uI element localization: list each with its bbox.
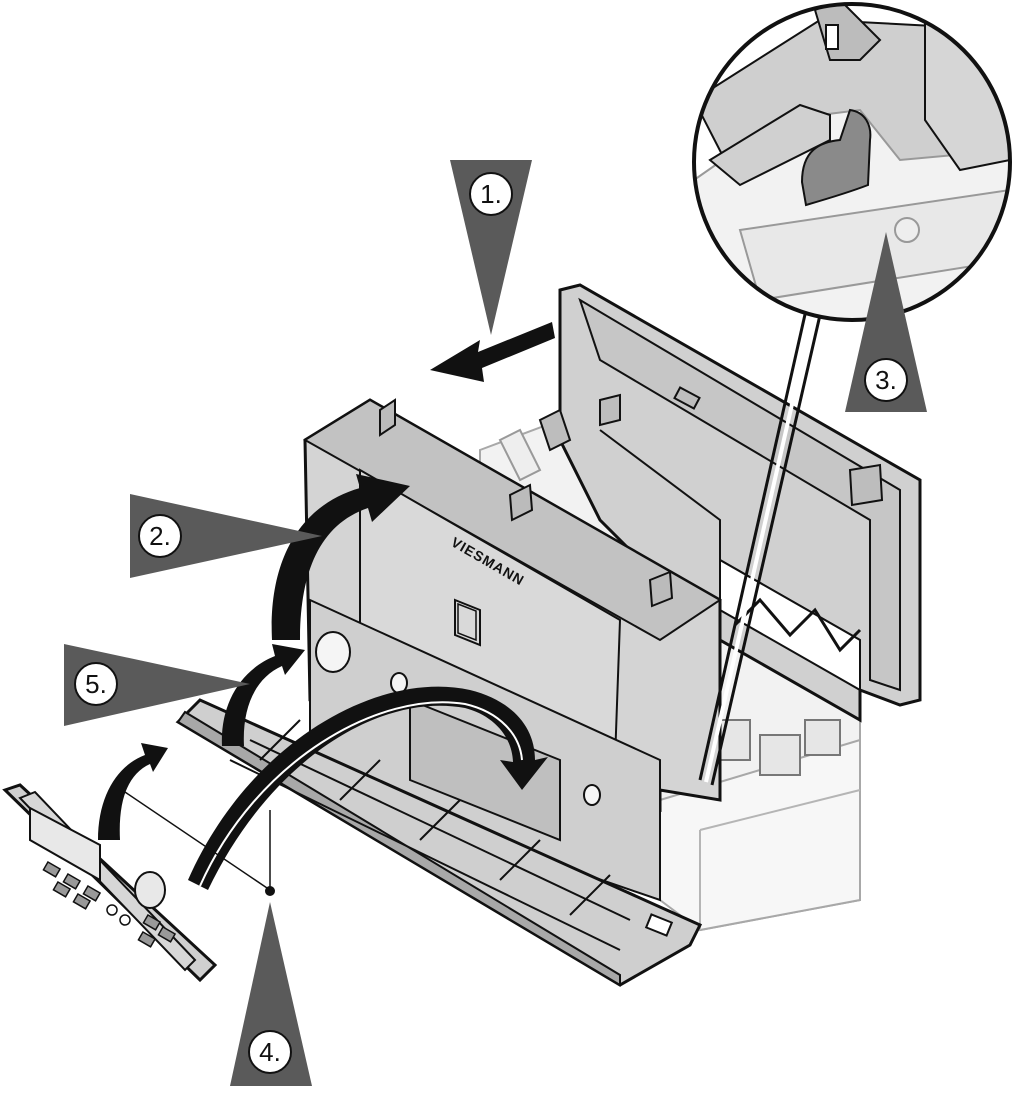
step-badge: [864, 358, 908, 402]
step-pointer-4: 4.: [230, 902, 312, 1086]
mount-arc-arrow: [188, 686, 548, 890]
step-badge: [469, 172, 513, 216]
step-label-5: 5.: [85, 669, 107, 699]
step-pointer-2: 2.: [130, 494, 322, 578]
swing-up-arrow: [271, 474, 410, 640]
step-label-1: 1.: [480, 179, 502, 209]
detail-magnifier: [692, 2, 1012, 322]
step-label-2: 2.: [149, 521, 171, 551]
step-pointer-3: 3.: [845, 232, 927, 412]
push-arrow: [430, 322, 555, 382]
panel-lift-arrow: [98, 743, 168, 840]
step-label-4: 4.: [259, 1037, 281, 1067]
front-housing: VIESMANN: [303, 398, 722, 902]
step-badge: [138, 514, 182, 558]
latch-arrow: [221, 644, 305, 746]
programming-unit: [2, 783, 218, 983]
step-badge: [248, 1030, 292, 1074]
reference-dot: [265, 886, 275, 896]
step-pointer-5: 5.: [64, 644, 250, 726]
bottom-tray: [175, 698, 703, 987]
leader-lines: [121, 309, 822, 896]
motion-arrows: [98, 322, 555, 890]
retaining-clip: [800, 108, 872, 207]
step-pointer-1: 1.: [450, 160, 532, 335]
step-label-3: 3.: [875, 365, 897, 395]
step-badge: [74, 662, 118, 706]
